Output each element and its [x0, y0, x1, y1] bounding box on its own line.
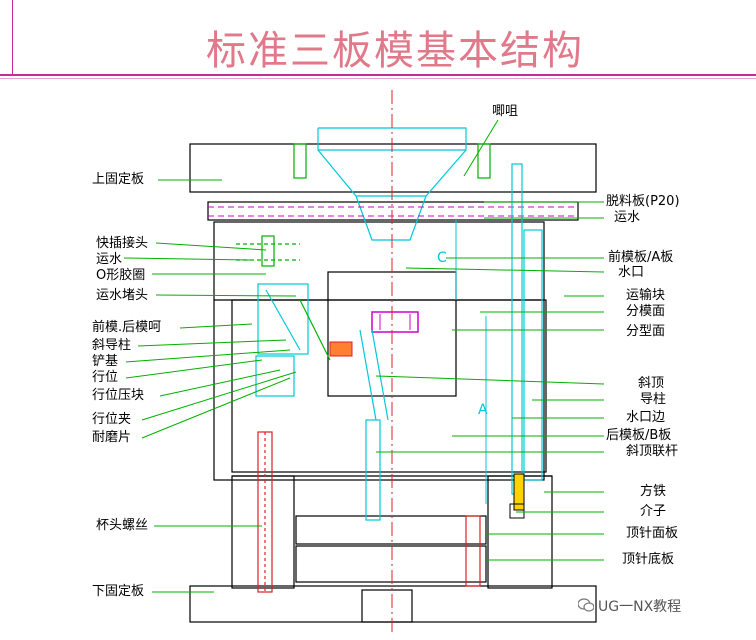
label-o-ring: O形胶圈 [96, 268, 146, 283]
cavity [371, 311, 419, 333]
label-angle-pin: 斜导柱 [92, 338, 132, 353]
diagram-title: 标准三板模基本结构 [206, 28, 584, 74]
leader-lines-right [375, 119, 605, 561]
label-guide-pillar: 导柱 [640, 392, 667, 407]
top-clamp-plate [189, 143, 597, 193]
label-water-right: 运水 [614, 210, 641, 225]
label-slider-clip: 行位夹 [92, 412, 132, 427]
label-slider-gib: 行位压块 [92, 388, 145, 403]
label-water-left: 运水 [96, 252, 123, 267]
angle-pin [236, 243, 331, 361]
label-top-clamp-plate: 上固定板 [92, 172, 145, 187]
label-a-plate: 前模板/A板 [608, 250, 674, 265]
spacer-washer [509, 503, 525, 519]
leader-lines-left [123, 179, 297, 593]
label-lifter: 斜顶 [638, 376, 665, 391]
label-water-plug: 运水堵头 [96, 288, 149, 303]
dimension-lines [455, 220, 487, 504]
left-spacer-block [231, 475, 295, 589]
slider [255, 283, 309, 397]
bottom-clamp-plate [189, 585, 597, 623]
ejector-top-plate [295, 515, 487, 545]
label-slider: 行位 [92, 370, 119, 385]
label-front-back-mold: 前模.后模呵 [92, 320, 162, 335]
water-plug [329, 341, 353, 357]
a-plate [213, 221, 545, 481]
label-gate-edge: 水口边 [626, 410, 666, 425]
stripper-line [208, 206, 578, 217]
ejector-hole [361, 589, 413, 623]
label-ejector-bottom-plate: 顶针底板 [622, 552, 675, 567]
label-spacer-block: 方铁 [640, 484, 667, 499]
watermark-text: UG一NX教程 [598, 599, 682, 615]
b-plate [231, 299, 547, 473]
title-rule-bottom [0, 78, 756, 79]
label-parting-line: 分型面 [626, 324, 666, 339]
dim-label-c: C [437, 250, 447, 266]
label-wear-plate: 耐磨片 [92, 430, 132, 445]
title-rule-top [0, 74, 756, 76]
label-parting-face: 分模面 [626, 304, 666, 319]
label-washer: 介子 [640, 504, 667, 519]
label-bottom-clamp-plate: 下固定板 [92, 584, 145, 599]
stripper-plate [207, 201, 579, 221]
lifter [359, 329, 389, 521]
ejector-bottom-plate [295, 545, 487, 583]
guide-pillar [511, 163, 543, 495]
label-lifter-rod: 斜顶联杆 [626, 444, 679, 459]
dim-label-a: A [478, 402, 488, 418]
label-stripper-plate: 脱料板(P20) [606, 194, 680, 209]
label-ejector-top-plate: 顶针面板 [626, 526, 679, 541]
socket-head-screw [257, 431, 481, 593]
label-quick-connector: 快插接头 [96, 236, 149, 251]
label-socket-screw: 杯头螺丝 [96, 518, 149, 533]
label-gate: 水口 [618, 265, 645, 280]
label-transport-block: 运输块 [626, 288, 666, 303]
title-frame-line [12, 0, 13, 74]
label-sprue-bushing: 唧咀 [492, 104, 519, 119]
support-pillar [513, 473, 525, 511]
wechat-icon [578, 598, 594, 612]
label-heel-block: 铲基 [92, 354, 119, 369]
label-b-plate: 后模板/B板 [606, 428, 672, 443]
